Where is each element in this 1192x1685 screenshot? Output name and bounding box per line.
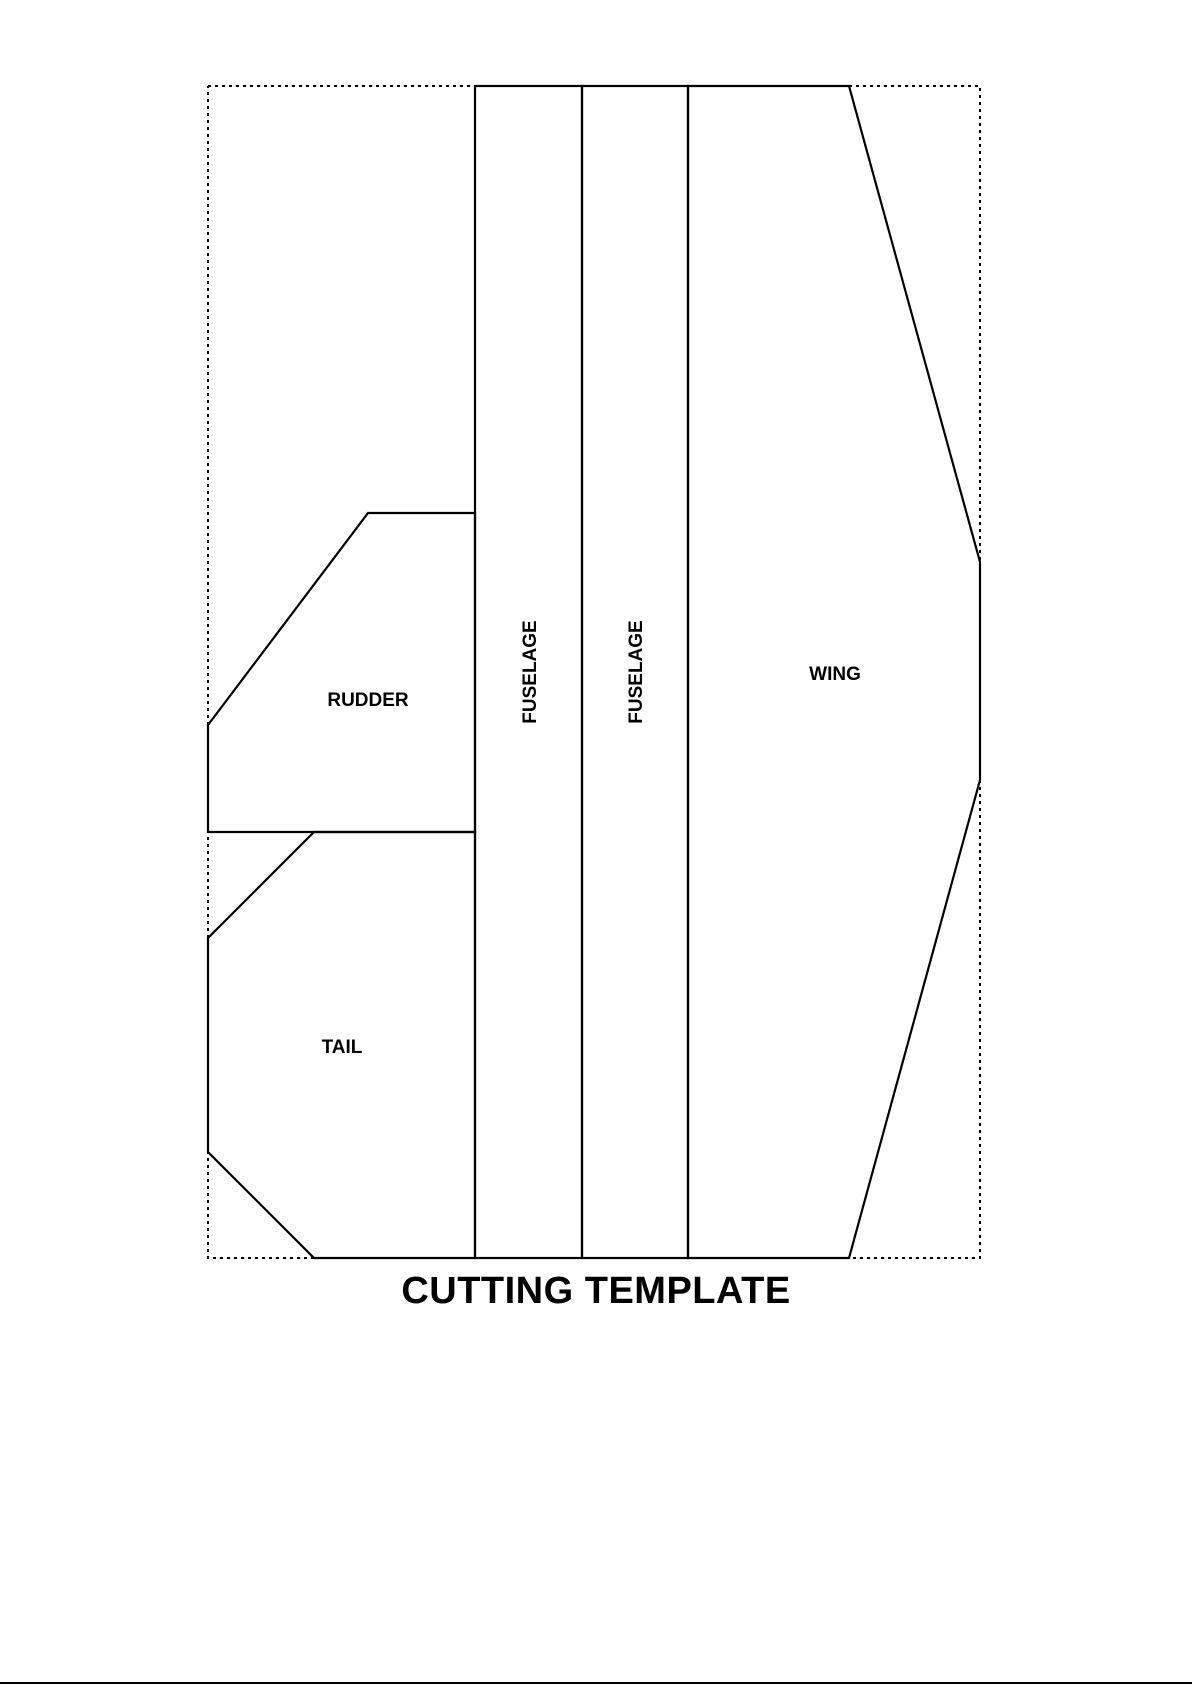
rudder-label: RUDDER [327, 690, 409, 711]
page-title: CUTTING TEMPLATE [0, 1270, 1192, 1313]
bottom-divider [0, 1682, 1192, 1684]
rudder-piece [208, 513, 475, 832]
dotted-sheet-border [208, 86, 980, 1258]
fuselage-label-1: FUSELAGE [520, 620, 541, 723]
wing-label: WING [809, 664, 861, 685]
fuselage-label-2: FUSELAGE [626, 620, 647, 723]
tail-label: TAIL [322, 1037, 363, 1058]
